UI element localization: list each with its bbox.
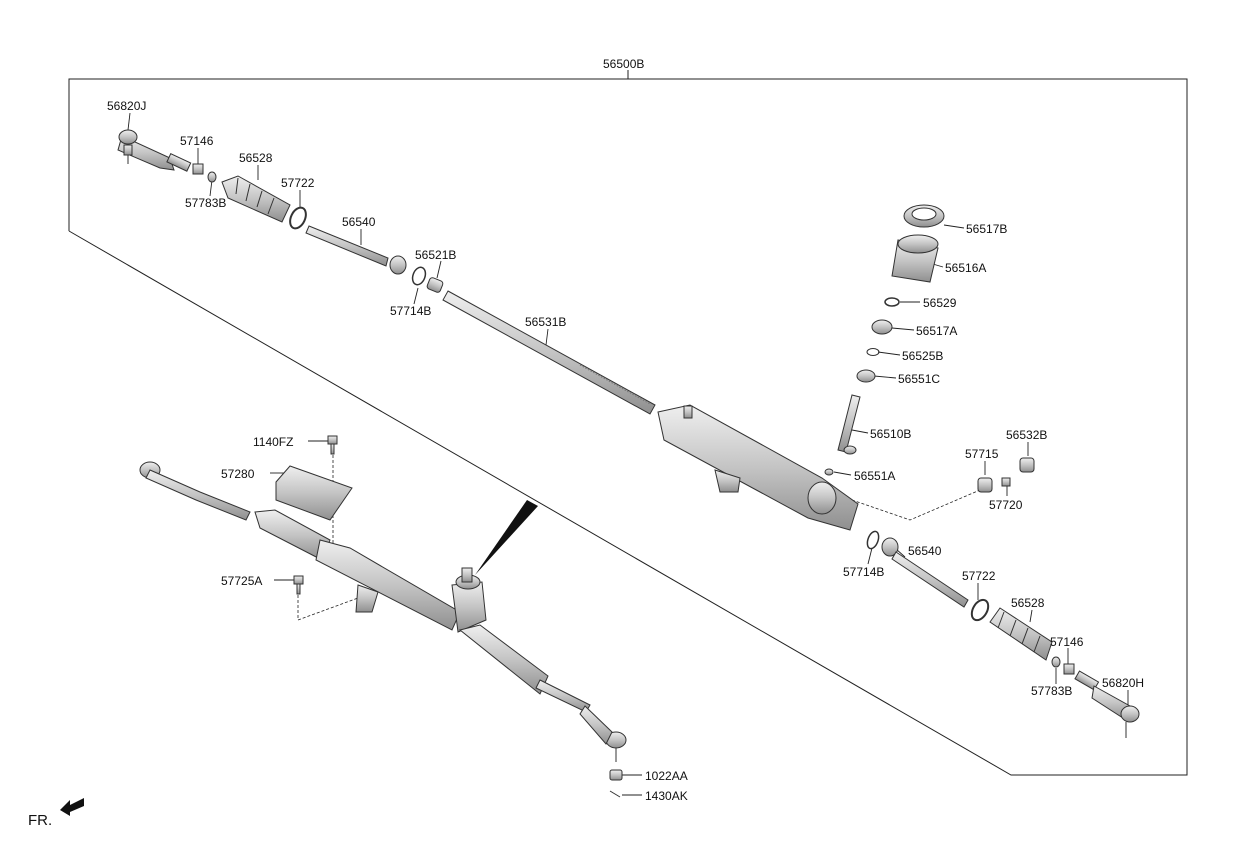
lock-nut-left (192, 163, 204, 175)
bolt-57725a (293, 575, 304, 595)
ring-56525b (866, 348, 880, 356)
part-label-56540-top: 56540 (342, 215, 376, 229)
bush-56521b (426, 277, 444, 293)
part-label-57146-top: 57146 (180, 134, 214, 148)
heat-shield-57280 (275, 465, 353, 521)
part-label-57715: 57715 (965, 447, 999, 461)
part-label-56516a: 56516A (945, 261, 987, 275)
part-label-56521b: 56521B (415, 248, 457, 262)
inner-tie-rod-left (305, 225, 407, 275)
part-label-57714b-bottom: 57714B (843, 565, 885, 579)
pinion-shaft (837, 394, 861, 455)
part-label-57725a: 57725A (221, 574, 263, 588)
part-label-57720: 57720 (989, 498, 1023, 512)
clamp-ring-left (289, 206, 307, 230)
part-label-56528-top: 56528 (239, 151, 273, 165)
ring-56529 (884, 297, 900, 307)
assembled-rack (139, 461, 627, 762)
part-label-57722-bottom: 57722 (962, 569, 996, 583)
ring-57714b-top (411, 266, 427, 286)
rack-bar (442, 290, 656, 415)
part-label-56510b: 56510B (870, 427, 912, 441)
seal-56551a (824, 468, 834, 476)
inner-tie-rod-right (881, 537, 969, 608)
clip-left (207, 171, 217, 183)
part-label-1022aa: 1022AA (645, 769, 688, 783)
bolt-1140fz (327, 435, 338, 455)
yoke-plug-56532b (1019, 457, 1035, 473)
seal-56517b (903, 204, 945, 228)
part-label-56551c: 56551C (898, 372, 941, 386)
seal-56517a (871, 319, 893, 335)
part-label-56531b: 56531B (525, 315, 567, 329)
part-label-56540-bottom: 56540 (908, 544, 942, 558)
callout-wedge (475, 500, 538, 575)
part-label-56528-bottom: 56528 (1011, 596, 1045, 610)
part-label-56551a: 56551A (854, 469, 896, 483)
bellows-left (221, 175, 291, 223)
part-label-56532b: 56532B (1006, 428, 1048, 442)
tie-rod-end-left (117, 129, 192, 172)
part-label-56517b: 56517B (966, 222, 1008, 236)
cover-56516a (891, 234, 939, 283)
part-label-56820h: 56820H (1102, 676, 1145, 690)
assembly-label: 56500B (603, 57, 645, 71)
part-label-56525b: 56525B (902, 349, 944, 363)
front-direction-label: FR. (28, 812, 53, 829)
nut-1022aa (609, 769, 623, 781)
gear-housing (657, 404, 859, 531)
part-label-56820j: 56820J (107, 99, 147, 113)
clip-right (1051, 656, 1061, 668)
front-arrow-icon (60, 798, 84, 816)
yoke-57715 (977, 477, 993, 493)
clamp-ring-right (970, 598, 990, 622)
bellows-right (989, 607, 1053, 661)
part-label-1430ak: 1430AK (645, 789, 688, 803)
part-label-57722-top: 57722 (281, 176, 315, 190)
assembly-boundary (68, 70, 1188, 776)
part-label-57146-bottom: 57146 (1050, 635, 1084, 649)
seal-56551c (856, 369, 876, 383)
part-label-57280: 57280 (221, 467, 255, 481)
spring-57720 (1001, 477, 1011, 487)
tie-rod-end-right (1074, 670, 1140, 738)
part-label-57714b-top: 57714B (390, 304, 432, 318)
pin-1430ak (609, 790, 621, 798)
lock-nut-right (1063, 663, 1075, 675)
part-label-57783b-top: 57783B (185, 196, 227, 210)
part-label-57783b-bottom: 57783B (1031, 684, 1073, 698)
part-label-1140fz: 1140FZ (253, 435, 294, 449)
ring-57714b-bottom (866, 530, 880, 550)
part-label-56517a: 56517A (916, 324, 958, 338)
part-label-56529: 56529 (923, 296, 957, 310)
